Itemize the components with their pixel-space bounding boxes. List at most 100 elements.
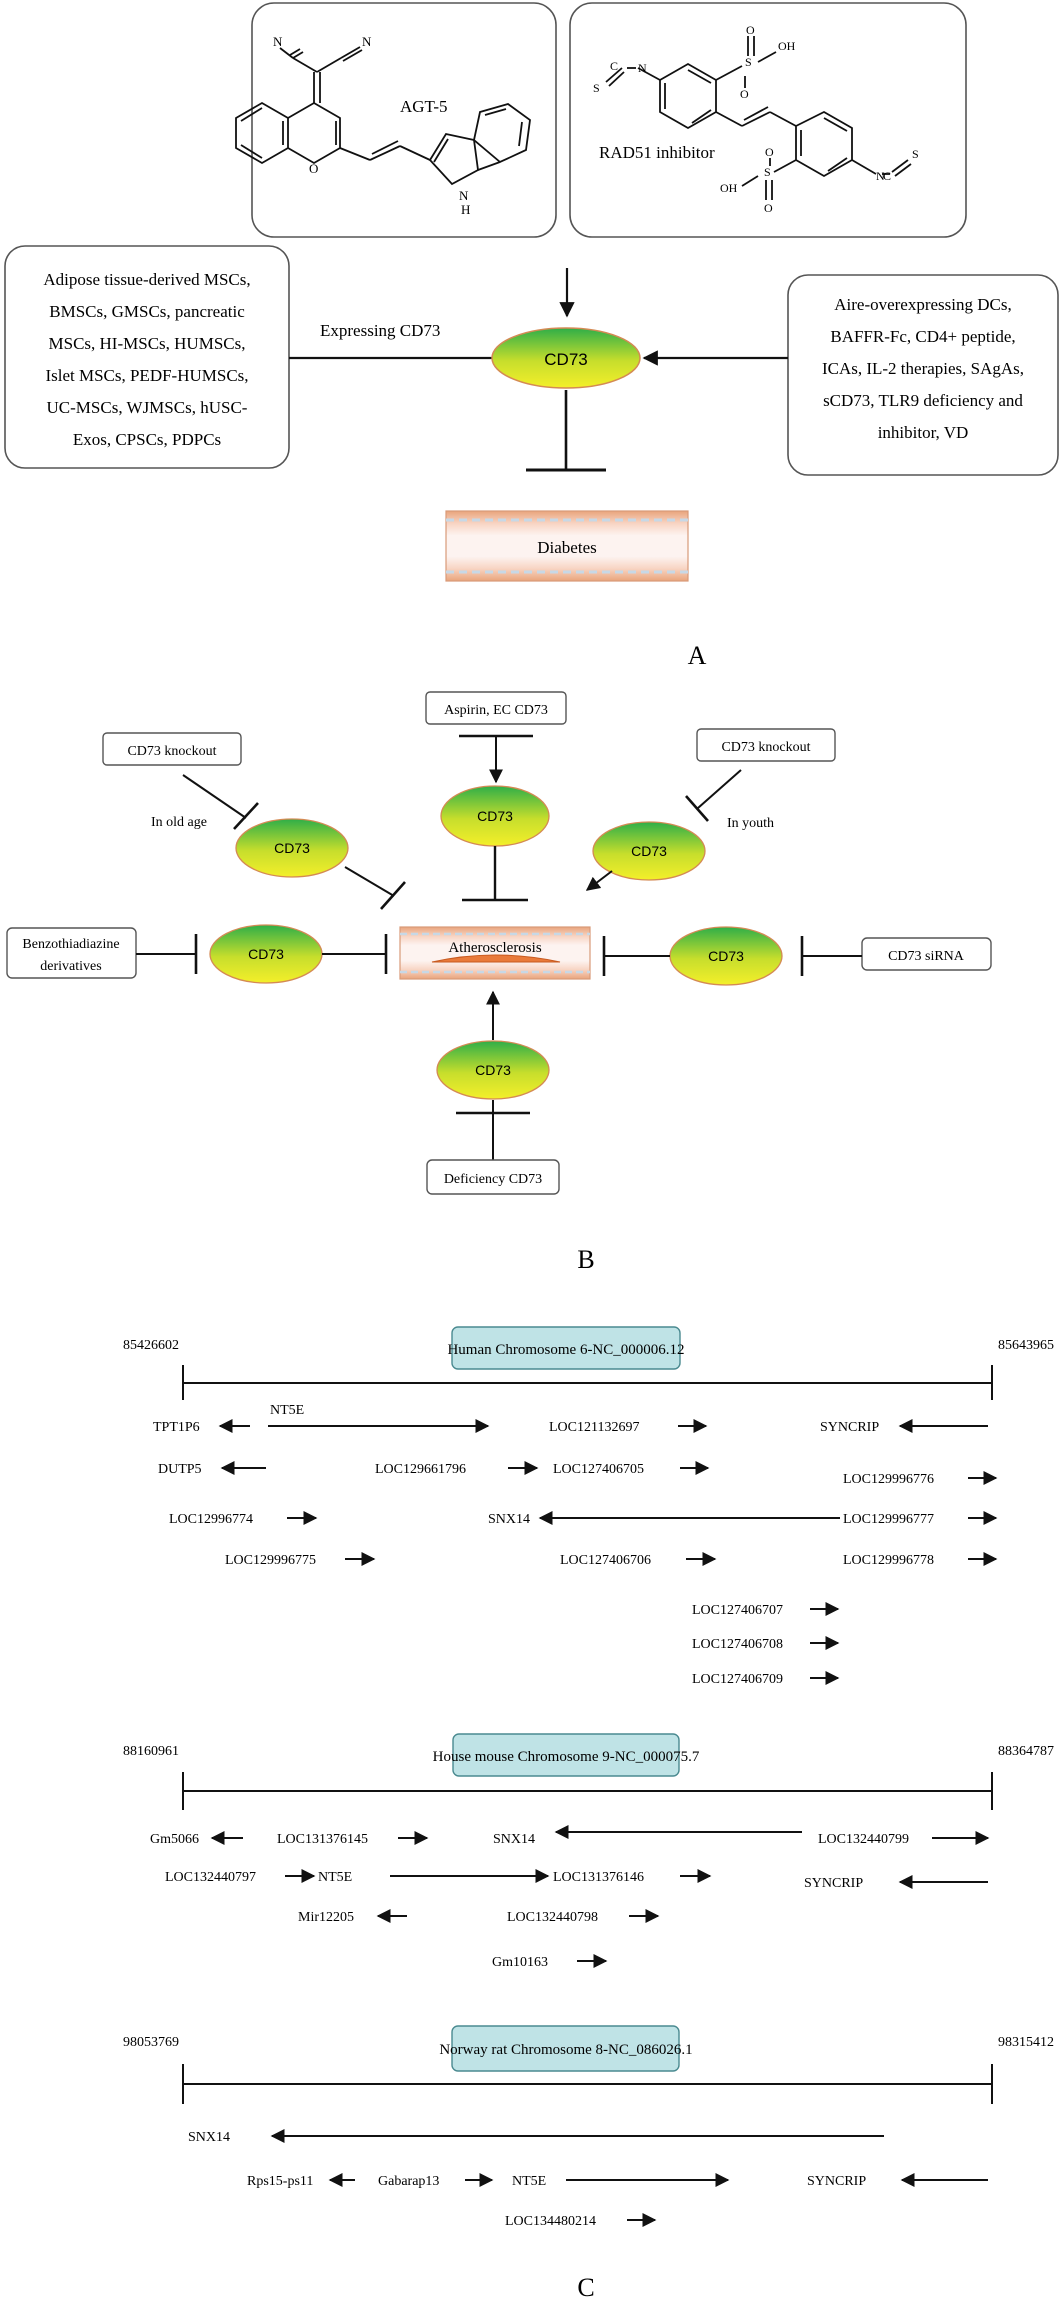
old-age-label: In old age [151,815,207,830]
upper-left-inhibit-bar [380,881,406,910]
rad51-s-right: S [912,147,919,161]
agt5-nitrile-n-right: N [362,34,372,49]
rad51-structure-drawing [605,36,912,200]
cd73-ellipse-upper-left [235,818,349,878]
rad51-n-left: N [638,61,647,75]
right-knockout-bar [685,795,709,822]
immune-therapy-box: Aire-overexpressing DCs, BAFFR-Fc, CD4+ … [787,274,1059,476]
rad51-s-left: S [593,81,600,95]
gene-rat-LOC134480214: LOC134480214 [505,2214,596,2229]
gene-human-TPT1P6: TPT1P6 [153,1420,200,1435]
gene-human-LOC127406705: LOC127406705 [553,1462,644,1477]
gene-human-LOC129996778: LOC129996778 [843,1553,934,1568]
panel-b-letter: B [577,1245,594,1274]
human-start-coordinate: 85426602 [123,1338,179,1353]
cd73-label-top: CD73 [477,808,513,824]
immune-line-5: inhibitor, VD [878,423,969,442]
gene-rat-NT5E: NT5E [512,2174,546,2189]
gene-mouse-SYNCRIP: SYNCRIP [804,1876,863,1891]
diabetes-vessel: Diabetes [445,510,689,582]
gene-rat-Rps15-ps11: Rps15-ps11 [247,2174,313,2189]
gene-rat-SYNCRIP: SYNCRIP [807,2174,866,2189]
right-knockout-box [696,728,836,762]
cd73-label-left: CD73 [248,946,284,962]
gene-human-NT5E: NT5E [270,1403,304,1418]
gene-human-LOC129996777: LOC129996777 [843,1512,934,1527]
cd73-ellipse-upper-right [592,821,706,881]
msc-line-2: BMSCs, GMSCs, pancreatic [49,302,245,321]
rad51-so3h-o-lower: O [740,87,749,101]
gene-human-LOC127406706: LOC127406706 [560,1553,651,1568]
benzothiadiazine-line-2: derivatives [40,959,101,974]
immune-line-4: sCD73, TLR9 deficiency and [823,391,1023,410]
mouse-start-coordinate: 88160961 [123,1744,179,1759]
gene-human-SNX14: SNX14 [488,1512,530,1527]
cd73-ellipse-a [491,327,641,389]
cd73-label-upper-right: CD73 [631,843,667,859]
rat-title: Norway rat Chromosome 8-NC_086026.1 [439,2042,692,2058]
agt5-indole-n: N [459,188,469,203]
rad51-so3h-o-top: O [765,145,774,159]
upper-left-to-vessel-line [344,866,395,897]
human-chromosome-section: Human Chromosome 6-NC_000006.12 85426602… [123,1326,1054,1687]
left-knockout-bar [233,802,259,830]
gene-human-LOC127406708: LOC127406708 [692,1637,783,1652]
aspirin-label: Aspirin, EC CD73 [444,703,548,718]
left-knockout-label: CD73 knockout [127,744,216,759]
gene-human-LOC129996775: LOC129996775 [225,1553,316,1568]
gene-mouse-LOC132440799: LOC132440799 [818,1832,909,1847]
left-knockout-box [102,732,242,766]
gene-mouse-SNX14: SNX14 [493,1832,535,1847]
rad51-so3h-o-right: O [764,201,773,215]
mouse-chromosome-section: House mouse Chromosome 9-NC_000075.7 881… [123,1733,1054,1970]
rad51-label: RAD51 inhibitor [599,143,715,162]
rad51-so3h-oh-upper: OH [778,39,796,53]
left-knockout-line [182,774,247,819]
rad51-n-right: N [876,169,885,183]
cd73-ellipse-bottom [436,1040,550,1100]
agt5-label: AGT-5 [400,97,448,116]
rat-end-coordinate: 98315412 [998,2035,1054,2050]
gene-human-LOC129661796: LOC129661796 [375,1462,466,1477]
cd73-sirna-label: CD73 siRNA [888,949,965,964]
rad51-structure-box: S C N S OH O O S OH O O N C S RAD51 inhi… [569,2,967,238]
youth-label: In youth [727,816,774,831]
mouse-title: House mouse Chromosome 9-NC_000075.7 [433,1749,700,1765]
msc-sources-box: Adipose tissue-derived MSCs, BMSCs, GMSC… [4,245,290,469]
atherosclerosis-label: Atherosclerosis [448,940,541,956]
gene-rat-Gabarap13: Gabarap13 [378,2174,439,2189]
gene-human-LOC129996776: LOC129996776 [843,1472,934,1487]
gene-human-LOC12996774: LOC12996774 [169,1512,253,1527]
benzothiadiazine-line-1: Benzothiadiazine [22,937,119,952]
deficiency-label: Deficiency CD73 [444,1172,542,1187]
immune-line-3: ICAs, IL-2 therapies, SAgAs, [822,359,1024,378]
right-knockout-line [697,769,742,809]
agt5-oxygen: O [309,161,318,176]
human-end-coordinate: 85643965 [998,1338,1054,1353]
rad51-so3h-s-right: S [764,165,771,179]
rad51-so3h-oh-right: OH [720,181,738,195]
immune-line-1: Aire-overexpressing DCs, [834,295,1012,314]
upper-right-to-vessel-arrow [585,870,613,891]
msc-line-1: Adipose tissue-derived MSCs, [43,270,250,289]
agt5-structure-drawing [235,46,531,186]
msc-line-6: Exos, CPSCs, PDPCs [73,430,221,449]
gene-mouse-Mir12205: Mir12205 [298,1910,354,1925]
rat-title-box [451,2025,680,2072]
msc-line-5: UC-MSCs, WJMSCs, hUSC- [47,398,248,417]
gene-mouse-LOC132440798: LOC132440798 [507,1910,598,1925]
gene-mouse-LOC131376145: LOC131376145 [277,1832,368,1847]
immune-line-2: BAFFR-Fc, CD4+ peptide, [830,327,1015,346]
diabetes-label: Diabetes [537,538,596,557]
mouse-title-box [452,1733,680,1777]
human-title-box [451,1326,681,1370]
msc-line-4: Islet MSCs, PEDF-HUMSCs, [45,366,248,385]
msc-line-3: MSCs, HI-MSCs, HUMSCs, [49,334,246,353]
gene-human-LOC127406709: LOC127406709 [692,1672,783,1687]
gene-mouse-LOC131376146: LOC131376146 [553,1870,644,1885]
gene-mouse-Gm10163: Gm10163 [492,1955,548,1970]
cd73-label-upper-left: CD73 [274,840,310,856]
gene-human-SYNCRIP: SYNCRIP [820,1420,879,1435]
gene-mouse-NT5E: NT5E [318,1870,352,1885]
right-knockout-label: CD73 knockout [721,740,810,755]
